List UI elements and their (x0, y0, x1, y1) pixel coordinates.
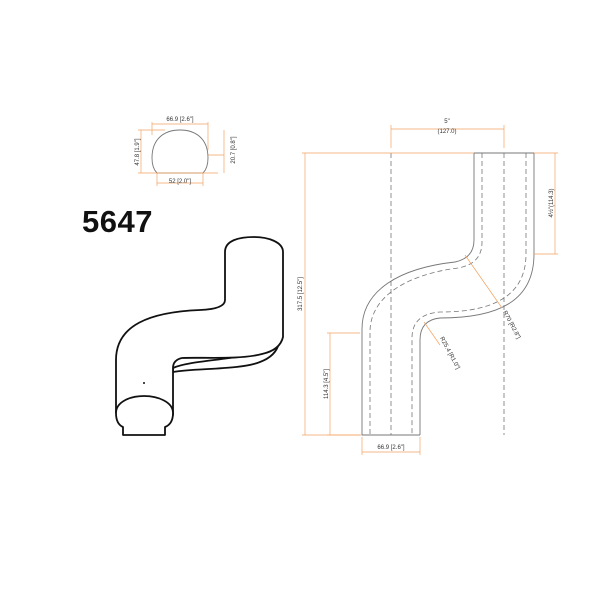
tube-end-section (115, 395, 174, 436)
section-height-label: 47.8 [1.9"] (135, 138, 141, 165)
bottom-leg-label: 114.3 [4.5"] (324, 369, 330, 399)
section-width-dim (151, 122, 209, 150)
radius-small-leader (423, 321, 441, 346)
offset-in-label: 5" (444, 119, 449, 125)
elevation-view: 5" (127.0) 317.5 [12.5"] 4½"(114.3) 114.… (298, 119, 558, 455)
section-width-label: 66.9 [2.6"] (166, 117, 193, 123)
section-height-dim (138, 129, 218, 174)
offset-dim (390, 125, 505, 148)
overall-length-label: 317.5 [12.5"] (298, 277, 304, 311)
section-flat-dim (208, 130, 225, 173)
tube-body (115, 236, 284, 416)
section-base-dim (156, 173, 204, 186)
bottom-leg-dim (327, 332, 360, 436)
top-leg-label: 4½"(114.3) (548, 188, 555, 217)
section-profile (151, 129, 209, 174)
tube-inner-wall-right (411, 153, 527, 435)
radius-large-leader (464, 254, 503, 309)
bottom-width-dim (361, 437, 421, 455)
tube-inner-wall-left (369, 153, 483, 435)
section-flat-label: 20.7 [0.8"] (231, 136, 237, 163)
bottom-width-label: 66.9 [2.6"] (377, 445, 404, 451)
top-leg-dim (534, 152, 558, 255)
radius-small-label: R25.4 [R1.0"] (438, 336, 460, 371)
section-base-label: 52 [2.0"] (169, 179, 191, 185)
offset-mm-label: (127.0) (437, 129, 456, 135)
reference-dot (143, 382, 145, 384)
tube-outer-wall-right (419, 153, 535, 435)
tube-outer-wall-left (361, 153, 475, 435)
isometric-view (115, 236, 284, 436)
cross-section-view: 66.9 [2.6"] 47.8 [1.9"] 20.7 [0.8"] 52 [… (135, 117, 237, 186)
part-number: 5647 (82, 204, 153, 239)
